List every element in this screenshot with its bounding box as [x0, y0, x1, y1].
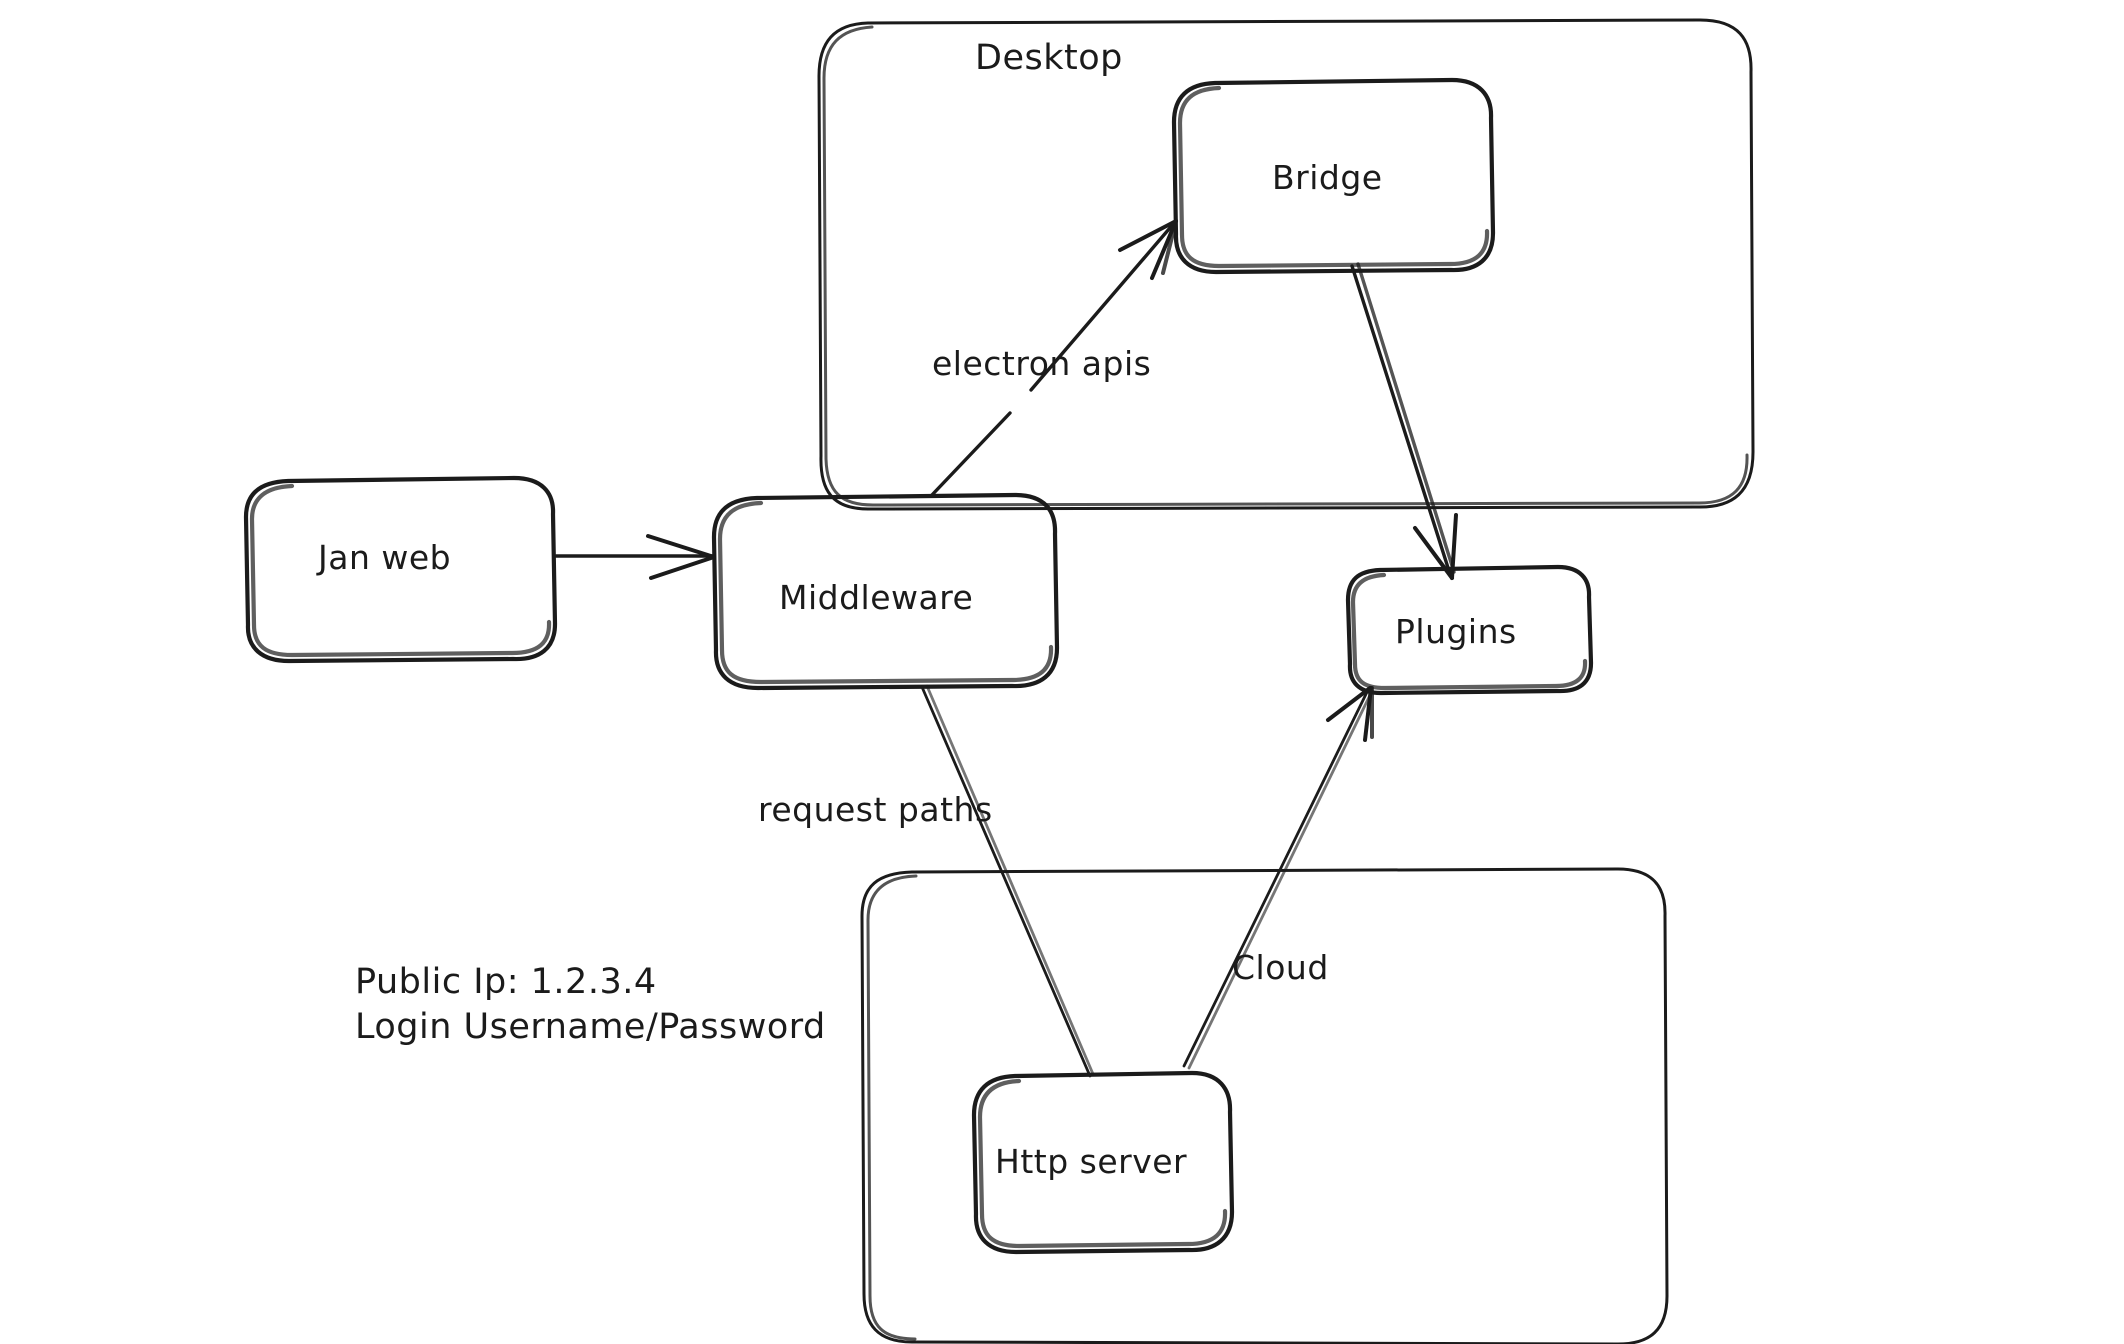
- node-plugins-outline: [1345, 564, 1594, 696]
- edge-middleware-to-bridge: [929, 219, 1178, 498]
- container-desktop-outline: [817, 18, 1755, 511]
- node-label-bridge[interactable]: Bridge: [1272, 158, 1383, 197]
- edge-middleware-to-httpserver: [920, 684, 1095, 1078]
- node-http-server-outline: [971, 1070, 1235, 1255]
- edge-bridge-to-plugins: [1350, 262, 1458, 580]
- edge-label-electron-apis: electron apis: [932, 344, 1152, 383]
- note-public-ip: Public Ip: 1.2.3.4: [355, 962, 657, 1002]
- note-login: Login Username/Password: [355, 1006, 826, 1047]
- edge-label-request-paths: request paths: [758, 790, 993, 829]
- edge-janweb-to-middleware: [554, 534, 716, 580]
- node-jan-web-outline: [243, 475, 558, 664]
- edge-label-cloud: Cloud: [1232, 948, 1329, 987]
- node-label-middleware[interactable]: Middleware: [779, 578, 974, 617]
- note-block: Public Ip: 1.2.3.4 Login Username/Passwo…: [355, 960, 826, 1050]
- node-middleware-outline: [711, 492, 1060, 691]
- container-label-desktop: Desktop: [975, 38, 1123, 78]
- node-label-http-server[interactable]: Http server: [995, 1142, 1188, 1181]
- node-label-jan-web[interactable]: Jan web: [318, 538, 452, 577]
- node-bridge-outline: [1171, 77, 1496, 275]
- container-cloud-outline: [860, 867, 1669, 1344]
- edge-httpserver-to-plugins: [1182, 686, 1374, 1070]
- node-label-plugins[interactable]: Plugins: [1395, 612, 1517, 651]
